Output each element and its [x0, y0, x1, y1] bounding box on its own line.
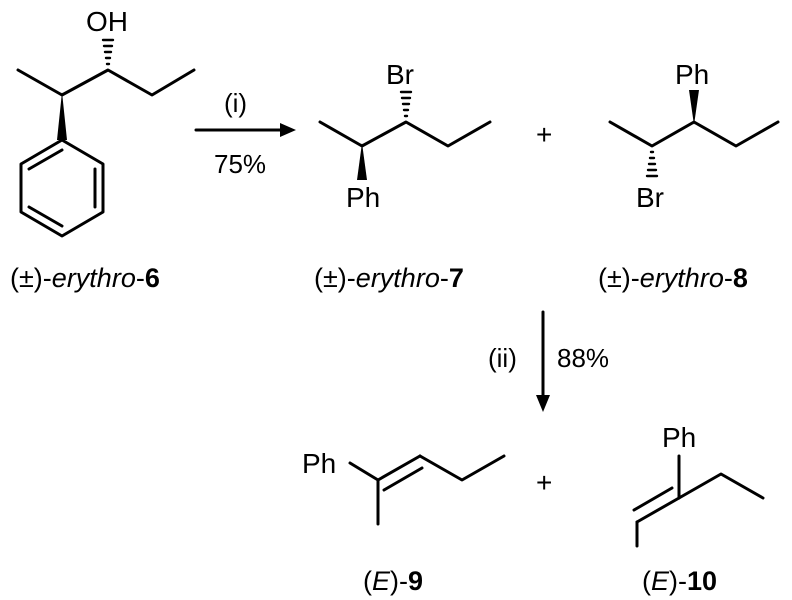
compound-7-chain [318, 120, 492, 148]
compound-8-label: (±)-erythro-8 [598, 263, 748, 293]
compound-9-double-bond [376, 454, 422, 482]
step2-yield: 88% [557, 343, 609, 373]
step1-yield: 75% [214, 149, 266, 179]
compound-6-chain [16, 68, 196, 97]
plus-sign-1: + [536, 119, 552, 150]
compound-9-label: (E)-9 [363, 566, 423, 596]
compound-8-structure: Ph Br [608, 59, 780, 213]
ph-label-bottom: Ph [346, 182, 380, 213]
compound-7-label: (±)-erythro-7 [314, 263, 464, 293]
compound-9-structure: Ph [302, 448, 506, 526]
compound-6-wedge-bond [57, 92, 67, 140]
compound-10-double-bond [635, 496, 681, 524]
compound-7-wedge-bond [357, 143, 367, 180]
reaction-arrow-1 [194, 123, 296, 137]
compound-7-hashed-bond [399, 90, 413, 118]
ph-label-left: Ph [302, 448, 336, 479]
compound-10-label: (E)-10 [642, 566, 717, 596]
step1-reagent: (i) [224, 88, 247, 118]
br-label-top: Br [386, 59, 414, 90]
compound-6-phenyl-ring [19, 138, 105, 238]
compound-7-structure: Br Ph [318, 59, 492, 213]
compound-6-hashed-bond [101, 38, 115, 66]
compound-6-label: (±)-erythro-6 [10, 263, 160, 293]
compound-10-structure: Ph [632, 422, 765, 548]
compound-8-chain [608, 120, 780, 148]
compound-8-hashed-bond [645, 150, 659, 178]
compound-6-structure: OH [16, 6, 196, 238]
reaction-arrow-2 [536, 310, 550, 412]
plus-sign-2: + [536, 467, 552, 498]
ph-label-right: Ph [662, 422, 696, 453]
step2-reagent: (ii) [488, 343, 517, 373]
br-label-bottom: Br [636, 182, 664, 213]
compound-8-wedge-bond [689, 90, 699, 125]
oh-label: OH [86, 6, 128, 37]
ph-label-top: Ph [675, 59, 709, 90]
